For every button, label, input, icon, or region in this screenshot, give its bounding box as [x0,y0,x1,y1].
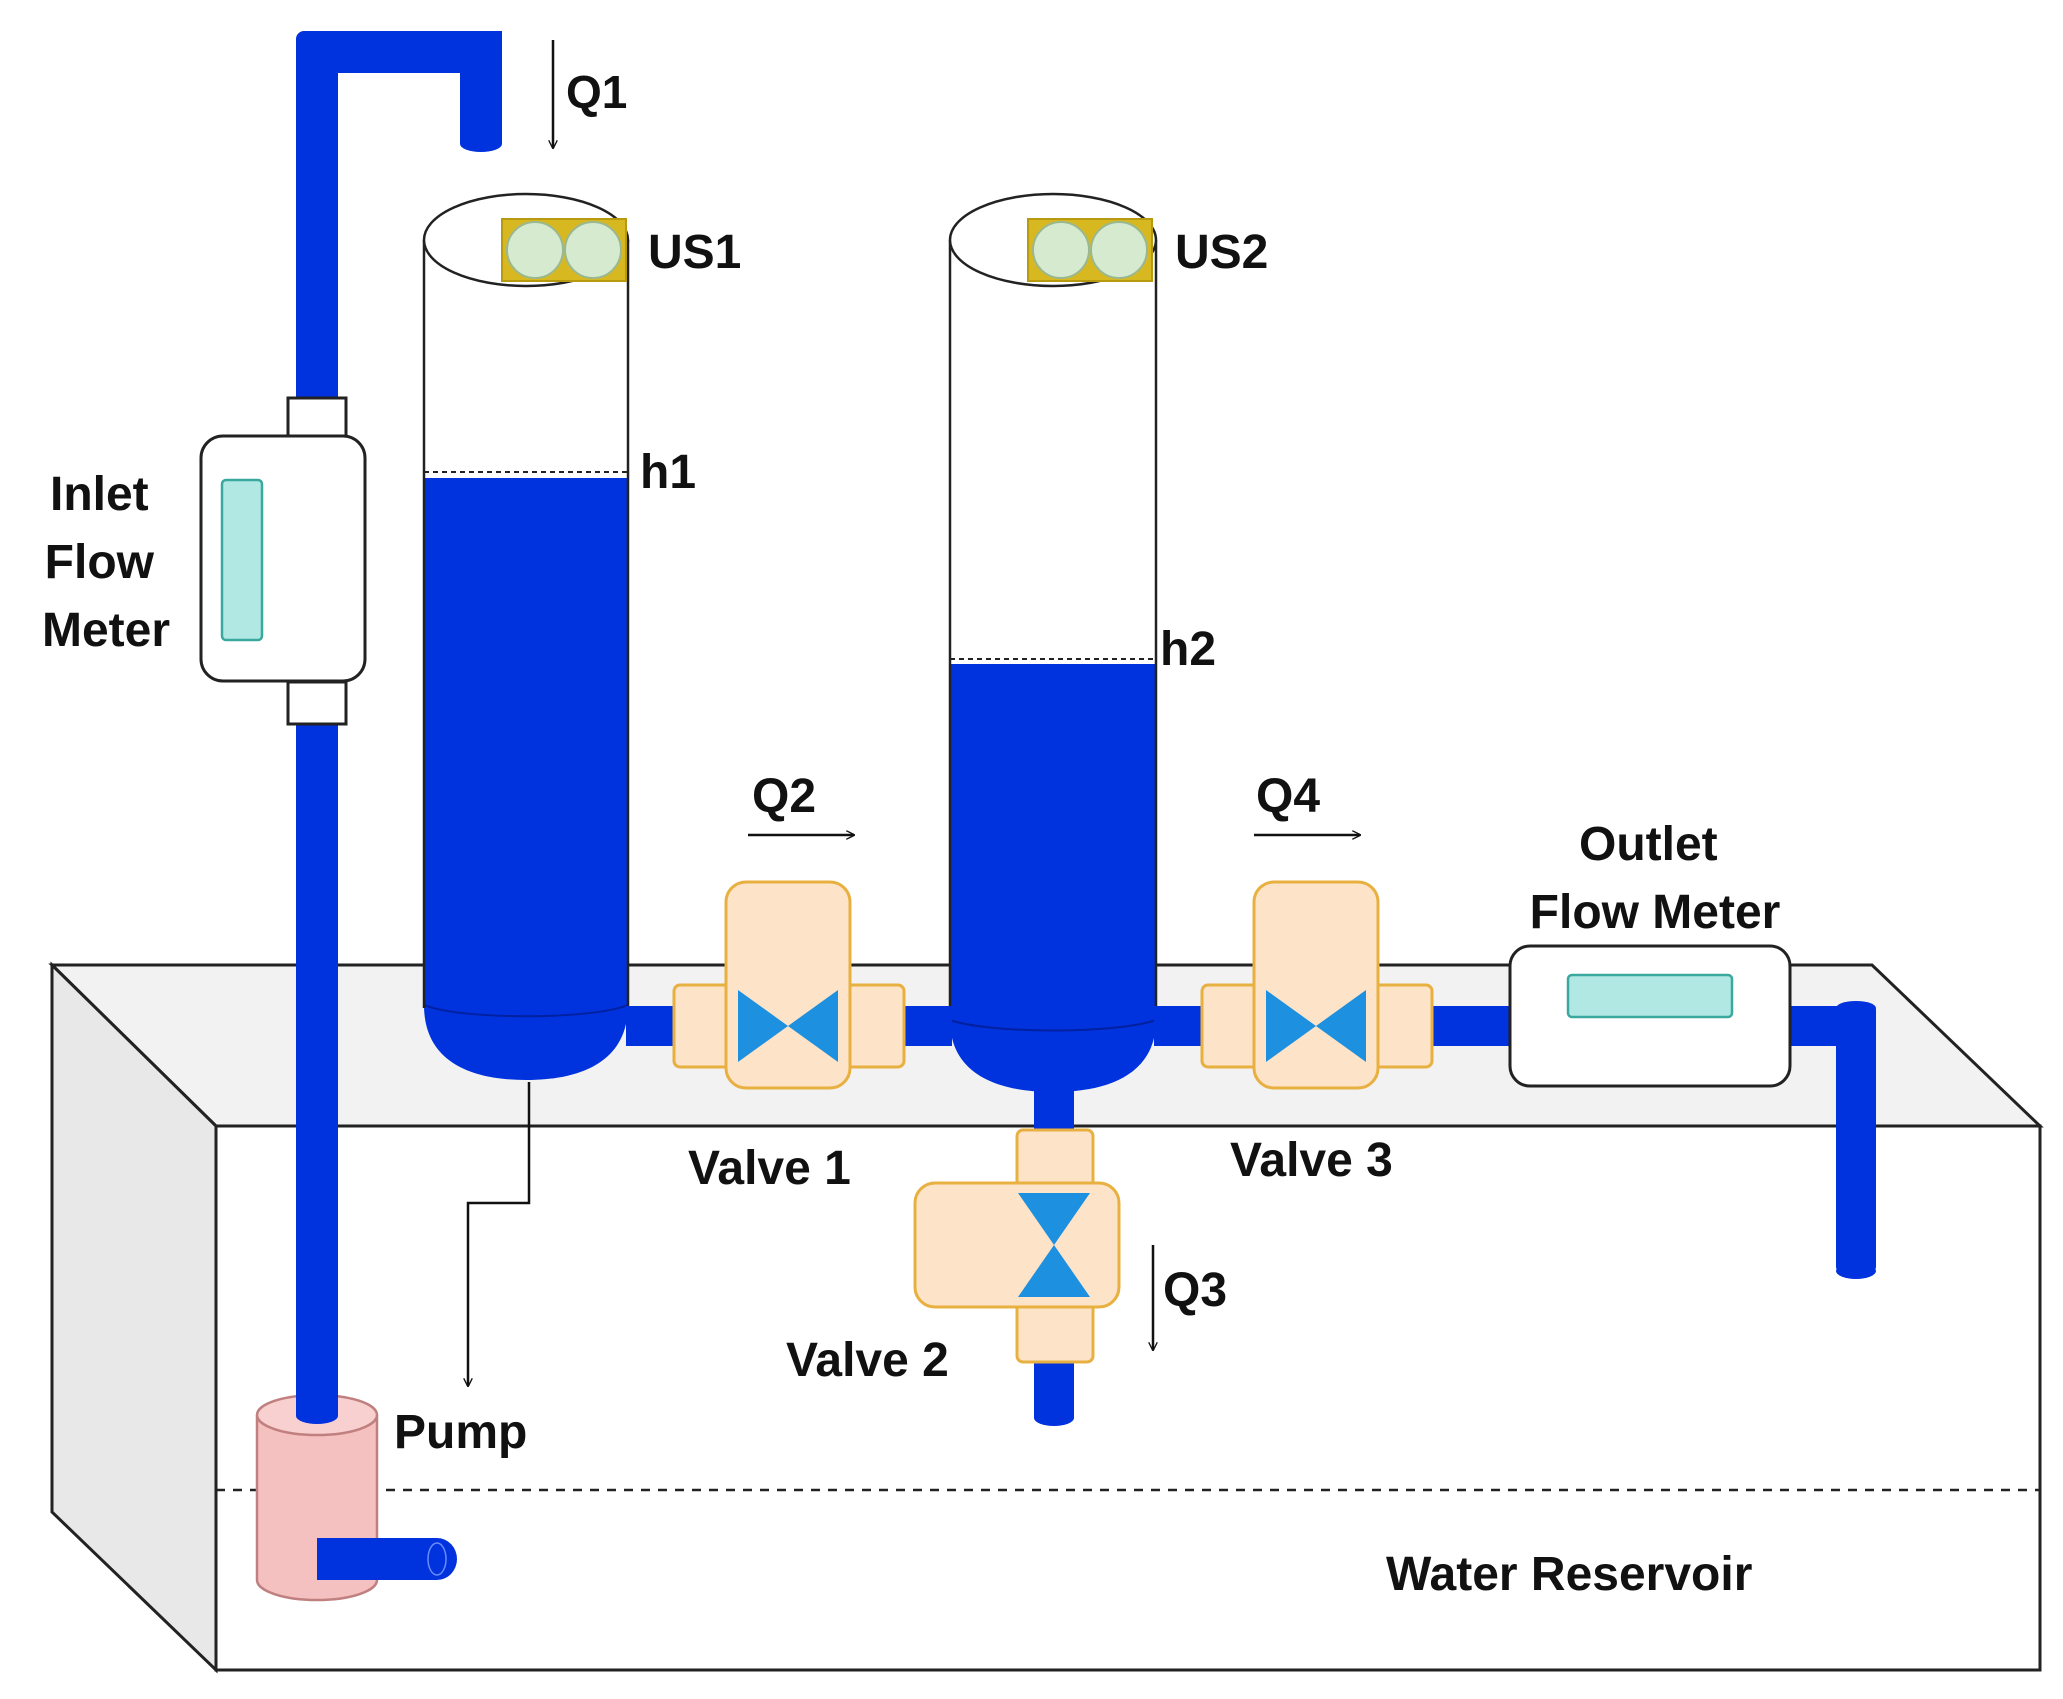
h2-label: h2 [1160,623,1216,676]
q3-label: Q3 [1163,1264,1227,1317]
valve-3-symbol [1266,990,1316,1062]
pipe-valve1-to-tank2 [904,1006,952,1046]
tank-2-water [950,664,1156,1019]
inlet-flow-meter [199,396,367,726]
pipe-tank2-to-valve3 [1154,1006,1204,1046]
tank-1-water [424,478,628,1003]
reservoir-front-face [214,1124,2042,1672]
q2-label: Q2 [752,770,816,823]
tank-1-bottom [424,985,628,1080]
valve-1-symbol [738,990,788,1062]
pump-outlet-pipe [317,1538,457,1580]
valve-2-label: Valve 2 [786,1334,949,1387]
pipe-tank1-to-valve1 [626,1006,676,1046]
valve-2 [913,1128,1121,1364]
inlet-flow-meter-window [220,478,264,642]
us2-label: US2 [1175,226,1268,279]
outlet-flow-meter-label: Outlet Flow Meter [1530,818,1781,939]
pipe-valve3-to-outlet-meter [1432,1006,1512,1046]
valve-1 [672,880,906,1090]
h1-label: h1 [640,446,696,499]
inlet-pipe [296,31,502,1424]
valve-2-symbol [1018,1193,1090,1245]
sensor-2-eye-left [1032,221,1090,279]
valve-3 [1200,880,1434,1090]
q1-label: Q1 [566,66,627,118]
sensor-2-eye-right [1090,221,1148,279]
water-reservoir-label: Water Reservoir [1386,1548,1752,1601]
pump-label: Pump [394,1406,527,1459]
outlet-drop-pipe [1836,1006,1876,1271]
valve-1-label: Valve 1 [688,1142,851,1195]
pipes [626,1001,1876,1426]
q4-label: Q4 [1256,770,1320,823]
valve-3-label: Valve 3 [1230,1134,1393,1187]
pump-control-wire [468,1082,531,1386]
outlet-flow-meter-window [1566,973,1734,1019]
inlet-flow-meter-label: Inlet Flow Meter [42,468,170,657]
sensor-1-eye-right [564,221,622,279]
us1-label: US1 [648,226,741,279]
ultrasonic-sensor-1 [501,218,627,282]
tank-2-bottom [950,1000,1156,1092]
tank-2 [948,192,1158,1092]
sensor-1-eye-left [506,221,564,279]
outlet-flow-meter [1508,944,1792,1088]
pipe-valve2-drain [1034,1360,1074,1418]
pipe-tank2-to-valve2 [1034,1085,1074,1135]
tank-1 [422,192,630,1080]
ultrasonic-sensor-2 [1027,218,1153,282]
